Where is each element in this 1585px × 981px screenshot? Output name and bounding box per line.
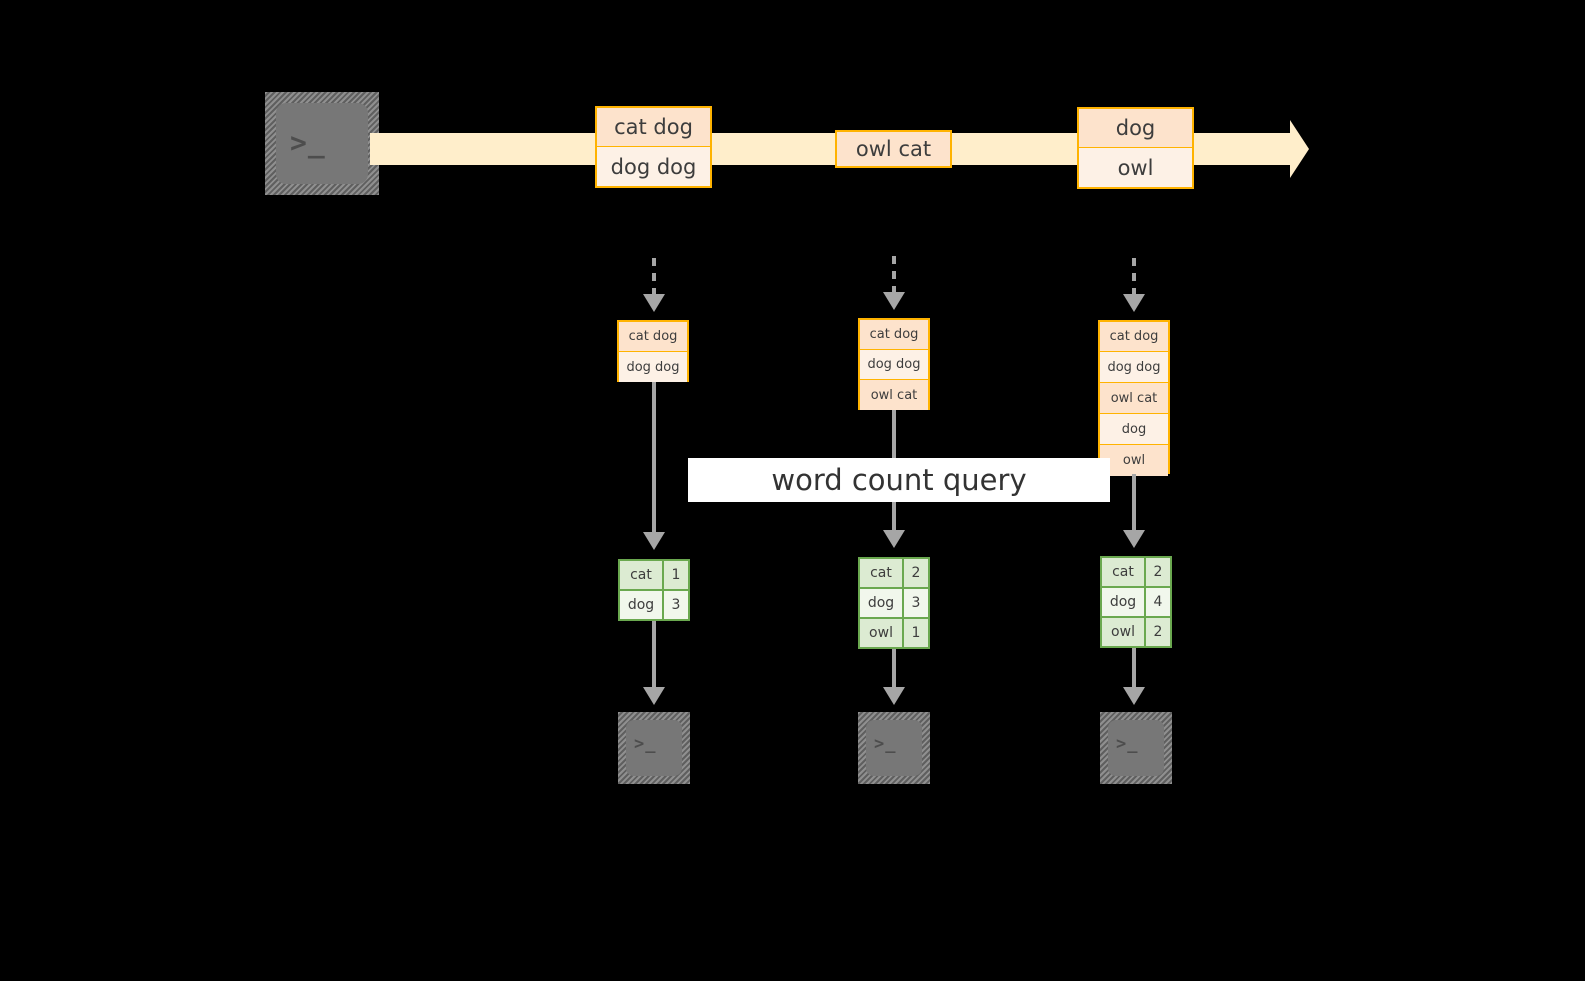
snapshot-input-line: cat dog bbox=[619, 322, 687, 352]
sink-terminal-icon-2: >_ bbox=[1100, 712, 1172, 784]
snapshot-trigger-arrowhead-0 bbox=[643, 294, 665, 312]
result-count: 1 bbox=[904, 619, 928, 647]
result-count: 4 bbox=[1146, 588, 1170, 616]
result-count: 2 bbox=[1146, 618, 1170, 646]
snapshot-input-line: owl cat bbox=[1100, 383, 1168, 414]
terminal-prompt-glyph: >_ bbox=[1116, 734, 1139, 754]
stream-record-line: owl bbox=[1079, 148, 1192, 187]
table-row: owl 1 bbox=[860, 619, 928, 647]
snapshot-trigger-arrow-2 bbox=[1132, 258, 1136, 296]
terminal-body bbox=[1108, 720, 1164, 776]
snapshot-input-line: cat dog bbox=[1100, 322, 1168, 352]
snapshot-input-line: dog dog bbox=[619, 352, 687, 382]
snapshot-trigger-arrow-1 bbox=[892, 256, 896, 294]
stream-record-2: dog owl bbox=[1077, 107, 1194, 189]
query-label: word count query bbox=[688, 458, 1110, 502]
result-count: 1 bbox=[664, 561, 688, 589]
stream-record-1: owl cat bbox=[835, 130, 952, 168]
source-terminal-icon: >_ bbox=[265, 92, 379, 195]
result-count: 3 bbox=[664, 591, 688, 619]
snapshot-input-line: owl bbox=[1100, 445, 1168, 476]
snapshot-trigger-arrowhead-1 bbox=[883, 292, 905, 310]
table-row: dog 4 bbox=[1102, 588, 1170, 618]
stream-record-0: cat dog dog dog bbox=[595, 106, 712, 188]
result-word: cat bbox=[620, 561, 664, 589]
stream-record-line: dog dog bbox=[597, 147, 710, 186]
table-row: dog 3 bbox=[860, 589, 928, 619]
table-row: cat 2 bbox=[1102, 558, 1170, 588]
query-flow-arrowhead-0 bbox=[643, 532, 665, 550]
sink-flow-arrowhead-1 bbox=[883, 687, 905, 705]
terminal-body bbox=[276, 103, 368, 184]
snapshot-trigger-arrowhead-2 bbox=[1123, 294, 1145, 312]
sink-flow-line-0 bbox=[652, 621, 656, 689]
table-row: cat 2 bbox=[860, 559, 928, 589]
sink-flow-line-2 bbox=[1132, 648, 1136, 689]
snapshot-input-line: dog dog bbox=[1100, 352, 1168, 383]
table-row: dog 3 bbox=[620, 591, 688, 619]
snapshot-input-2: cat dog dog dog owl cat dog owl bbox=[1098, 320, 1170, 476]
result-word: owl bbox=[1102, 618, 1146, 646]
sink-flow-arrowhead-2 bbox=[1123, 687, 1145, 705]
stream-arrowhead bbox=[1290, 120, 1309, 178]
query-flow-line-0 bbox=[652, 382, 656, 534]
result-count: 2 bbox=[1146, 558, 1170, 586]
terminal-prompt-glyph: >_ bbox=[290, 126, 326, 159]
terminal-prompt-glyph: >_ bbox=[874, 734, 897, 754]
result-word: cat bbox=[860, 559, 904, 587]
terminal-body bbox=[866, 720, 922, 776]
snapshot-input-line: dog bbox=[1100, 414, 1168, 445]
sink-terminal-icon-1: >_ bbox=[858, 712, 930, 784]
result-word: dog bbox=[860, 589, 904, 617]
snapshot-trigger-arrow-0 bbox=[652, 258, 656, 296]
result-count: 2 bbox=[904, 559, 928, 587]
result-word: cat bbox=[1102, 558, 1146, 586]
query-flow-arrowhead-1 bbox=[883, 530, 905, 548]
sink-flow-arrowhead-0 bbox=[643, 687, 665, 705]
table-row: owl 2 bbox=[1102, 618, 1170, 646]
terminal-body bbox=[626, 720, 682, 776]
query-flow-arrowhead-2 bbox=[1123, 530, 1145, 548]
snapshot-input-line: owl cat bbox=[860, 380, 928, 410]
query-flow-line-2 bbox=[1132, 474, 1136, 532]
snapshot-input-line: cat dog bbox=[860, 320, 928, 350]
sink-terminal-icon-0: >_ bbox=[618, 712, 690, 784]
result-word: owl bbox=[860, 619, 904, 647]
stream-record-line: owl cat bbox=[837, 132, 950, 166]
stream-record-line: cat dog bbox=[597, 108, 710, 147]
stream-record-line: dog bbox=[1079, 109, 1192, 148]
result-count: 3 bbox=[904, 589, 928, 617]
result-table-2: cat 2 dog 4 owl 2 bbox=[1100, 556, 1172, 648]
snapshot-input-line: dog dog bbox=[860, 350, 928, 380]
snapshot-input-1: cat dog dog dog owl cat bbox=[858, 318, 930, 410]
terminal-prompt-glyph: >_ bbox=[634, 734, 657, 754]
table-row: cat 1 bbox=[620, 561, 688, 591]
result-table-1: cat 2 dog 3 owl 1 bbox=[858, 557, 930, 649]
sink-flow-line-1 bbox=[892, 649, 896, 689]
result-table-0: cat 1 dog 3 bbox=[618, 559, 690, 621]
result-word: dog bbox=[1102, 588, 1146, 616]
snapshot-input-0: cat dog dog dog bbox=[617, 320, 689, 382]
result-word: dog bbox=[620, 591, 664, 619]
